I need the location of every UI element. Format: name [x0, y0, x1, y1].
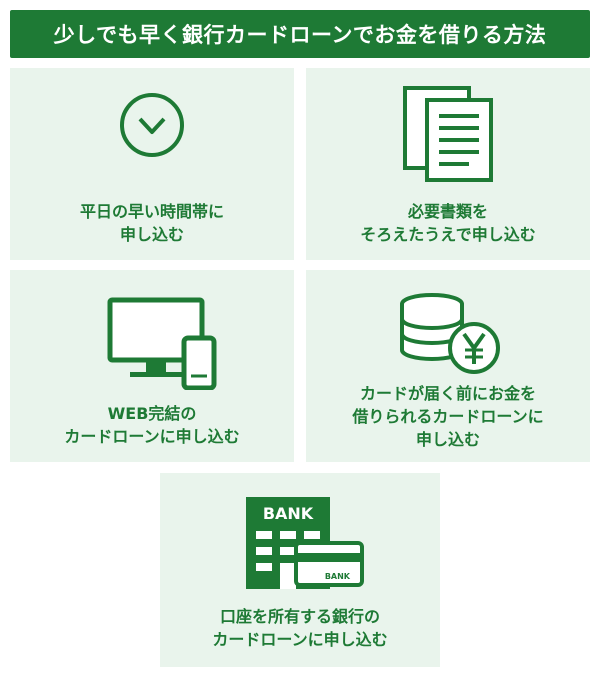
clock-icon — [117, 90, 187, 160]
label-line-1: WEB完結の — [107, 404, 197, 423]
method-card-web: WEB完結の カードローンに申し込む — [10, 270, 294, 462]
label-line-2: カードローンに申し込む — [212, 630, 388, 649]
method-card-before-card: カードが届く前にお金を 借りられるカードローンに 申し込む — [306, 270, 590, 462]
method-card-bank-account: BANK BANK 口座を所有する銀行の カードローンに申し込む — [160, 473, 440, 667]
method-label: 平日の早い時間帯に 申し込む — [10, 200, 294, 246]
method-label: WEB完結の カードローンに申し込む — [10, 402, 294, 448]
page-title: 少しでも早く銀行カードローンでお金を借りる方法 — [53, 23, 547, 47]
method-label: カードが届く前にお金を 借りられるカードローンに 申し込む — [306, 382, 590, 451]
coins-yen-icon — [398, 292, 502, 376]
label-line-2: 申し込む — [119, 225, 184, 244]
label-line-2: カードローンに申し込む — [64, 427, 240, 446]
label-line-1: 必要書類を — [407, 202, 488, 221]
method-card-documents: 必要書類を そろえたうえで申し込む — [306, 68, 590, 260]
bank-card-icon: BANK BANK — [246, 497, 366, 591]
method-card-early-hours: 平日の早い時間帯に 申し込む — [10, 68, 294, 260]
computer-smartphone-icon — [106, 294, 218, 390]
label-line-2: 借りられるカードローンに — [352, 407, 544, 426]
title-banner: 少しでも早く銀行カードローンでお金を借りる方法 — [10, 10, 590, 58]
documents-icon — [403, 86, 495, 182]
method-label: 口座を所有する銀行の カードローンに申し込む — [160, 605, 440, 651]
label-line-3: 申し込む — [415, 430, 480, 449]
label-line-1: カードが届く前にお金を — [359, 384, 536, 403]
label-line-1: 口座を所有する銀行の — [219, 607, 380, 626]
card-text: BANK — [325, 572, 351, 581]
bank-sign-text: BANK — [263, 504, 314, 523]
method-label: 必要書類を そろえたうえで申し込む — [306, 200, 590, 246]
label-line-1: 平日の早い時間帯に — [79, 202, 224, 221]
label-line-2: そろえたうえで申し込む — [360, 225, 536, 244]
